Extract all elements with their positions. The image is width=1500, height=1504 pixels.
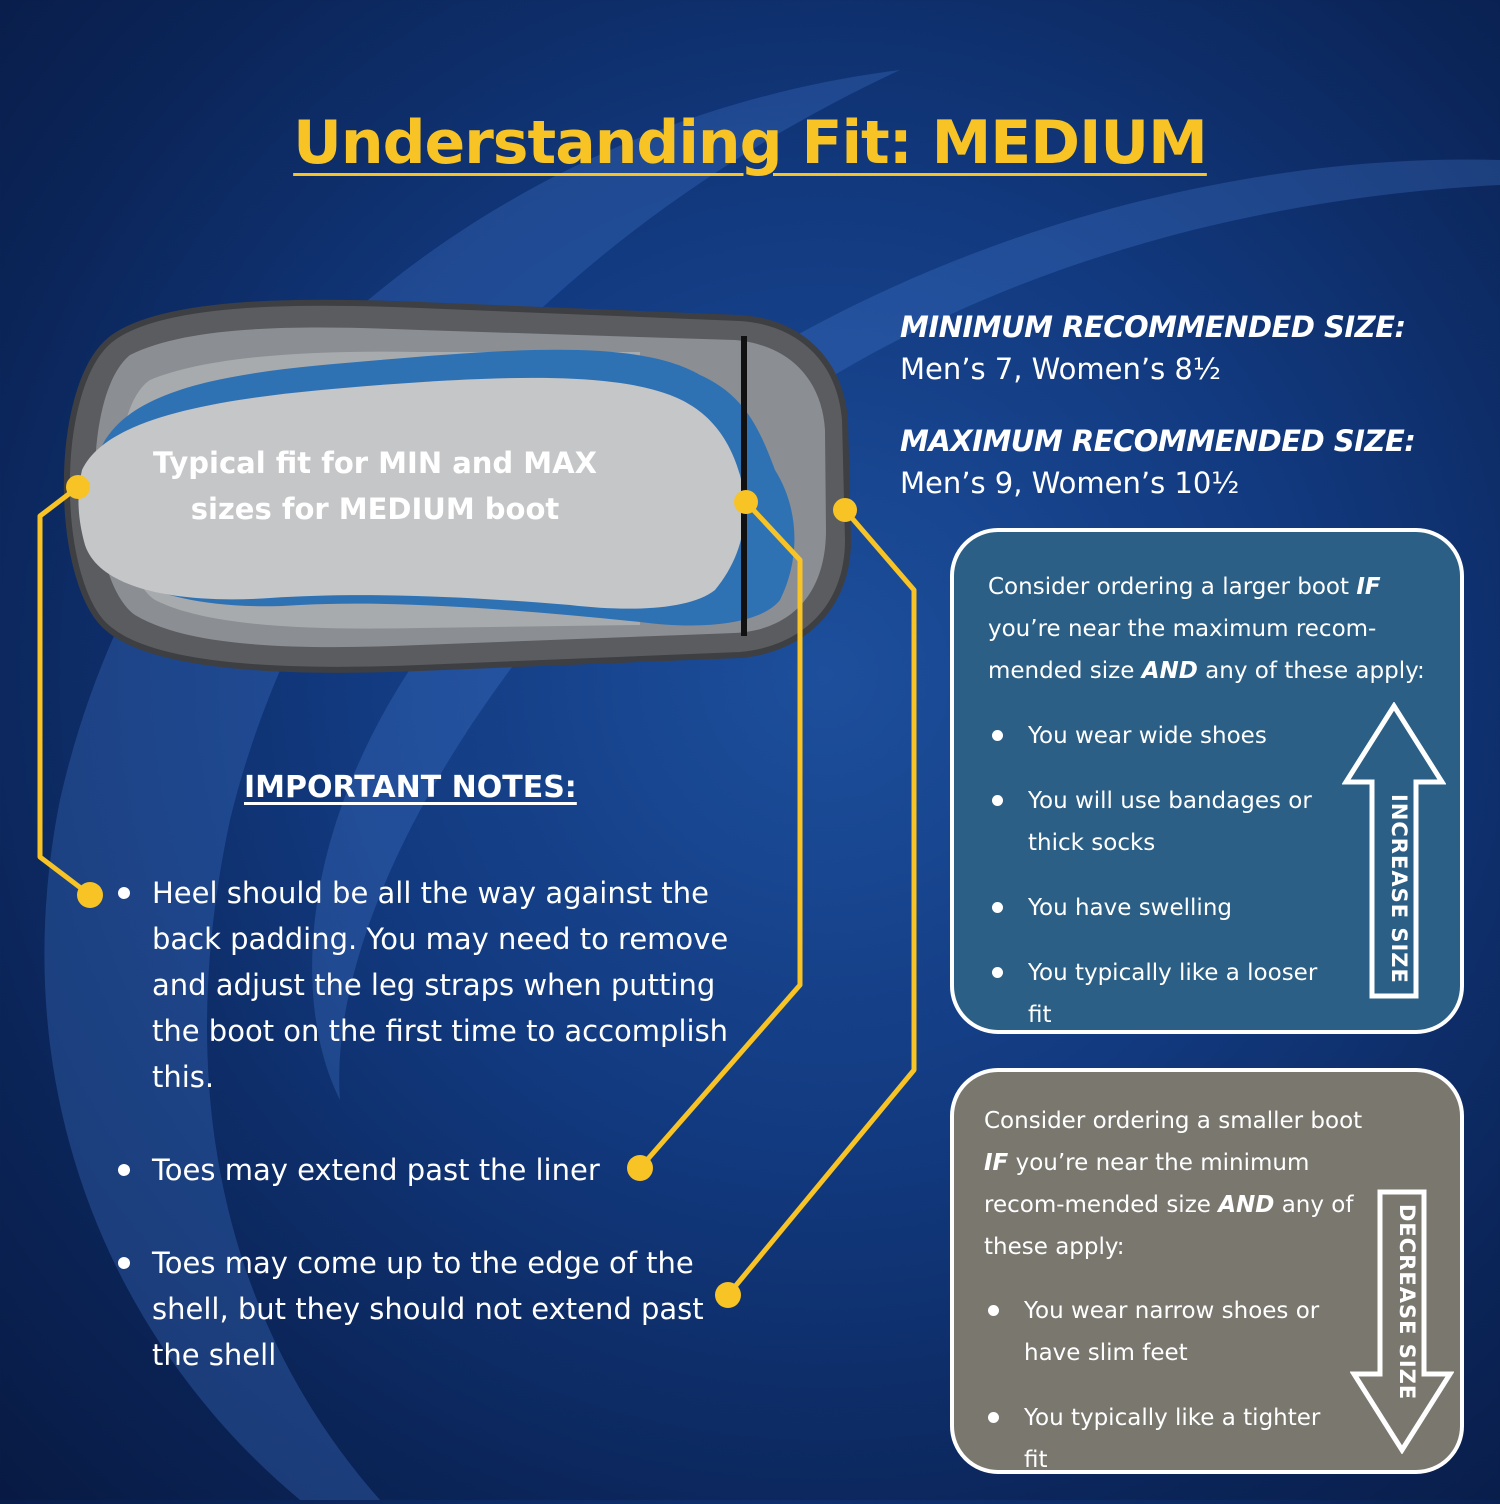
larger-panel-item: You have swelling [988,887,1348,929]
page-title: Understanding Fit: MEDIUM [293,108,1208,178]
max-size-label: MAXIMUM RECOMMENDED SIZE: [900,424,1416,458]
callout-heel [37,485,92,897]
max-size-value: Men’s 9, Women’s 10½ [900,466,1240,500]
increase-arrow-icon [1342,702,1446,999]
note-item: Toes may extend past the liner [112,1147,732,1193]
boot-caption-line-2: sizes for MEDIUM boot [190,492,560,526]
larger-boot-panel: Consider ordering a larger boot IF you’r… [950,528,1464,1034]
larger-panel-item: You typically like a looser fit [988,952,1348,1036]
larger-panel-list: You wear wide shoes You will use bandage… [988,715,1348,1059]
boot-caption: Typical fit for MIN and MAX sizes for ME… [140,440,610,532]
min-size-value: Men’s 7, Women’s 8½ [900,352,1221,386]
smaller-panel-list: You wear narrow shoes or have slim feet … [984,1290,1324,1504]
callout-dot-heel-top [66,475,90,499]
callout-dot-heel-bottom [77,882,103,908]
callout-shell [726,508,917,1297]
smaller-panel-item: You typically like a tighter fit [984,1397,1324,1481]
decrease-arrow-icon [1350,1189,1454,1454]
notes-title: IMPORTANT NOTES: [244,770,577,805]
foot-gray [78,377,745,609]
note-item: Toes may come up to the edge of the shel… [112,1240,732,1378]
callout-dot-liner-bottom [627,1155,653,1181]
decrease-size-label: DECREASE SIZE [1395,1204,1419,1401]
larger-panel-item: You will use bandages or thick socks [988,780,1348,864]
callout-dot-shell-top [833,498,857,522]
callout-liner [638,500,803,1170]
smaller-panel-item: You wear narrow shoes or have slim feet [984,1290,1324,1374]
larger-panel-intro: Consider ordering a larger boot IF you’r… [988,574,1425,684]
note-item: Heel should be all the way against the b… [112,870,732,1100]
smaller-panel-intro: Consider ordering a smaller boot IF you’… [984,1108,1363,1260]
increase-size-label: INCREASE SIZE [1387,794,1411,984]
larger-panel-item: You wear wide shoes [988,715,1348,757]
notes-list: Heel should be all the way against the b… [112,870,732,1425]
min-size-block: MINIMUM RECOMMENDED SIZE: Men’s 7, Women… [900,306,1406,390]
smaller-boot-panel: Consider ordering a smaller boot IF you’… [950,1068,1464,1474]
max-size-block: MAXIMUM RECOMMENDED SIZE: Men’s 9, Women… [900,420,1416,504]
boot-caption-line-1: Typical fit for MIN and MAX [153,446,597,480]
callout-dot-shell-bottom [715,1282,741,1308]
callout-dot-liner-top [734,490,758,514]
min-size-label: MINIMUM RECOMMENDED SIZE: [900,310,1406,344]
